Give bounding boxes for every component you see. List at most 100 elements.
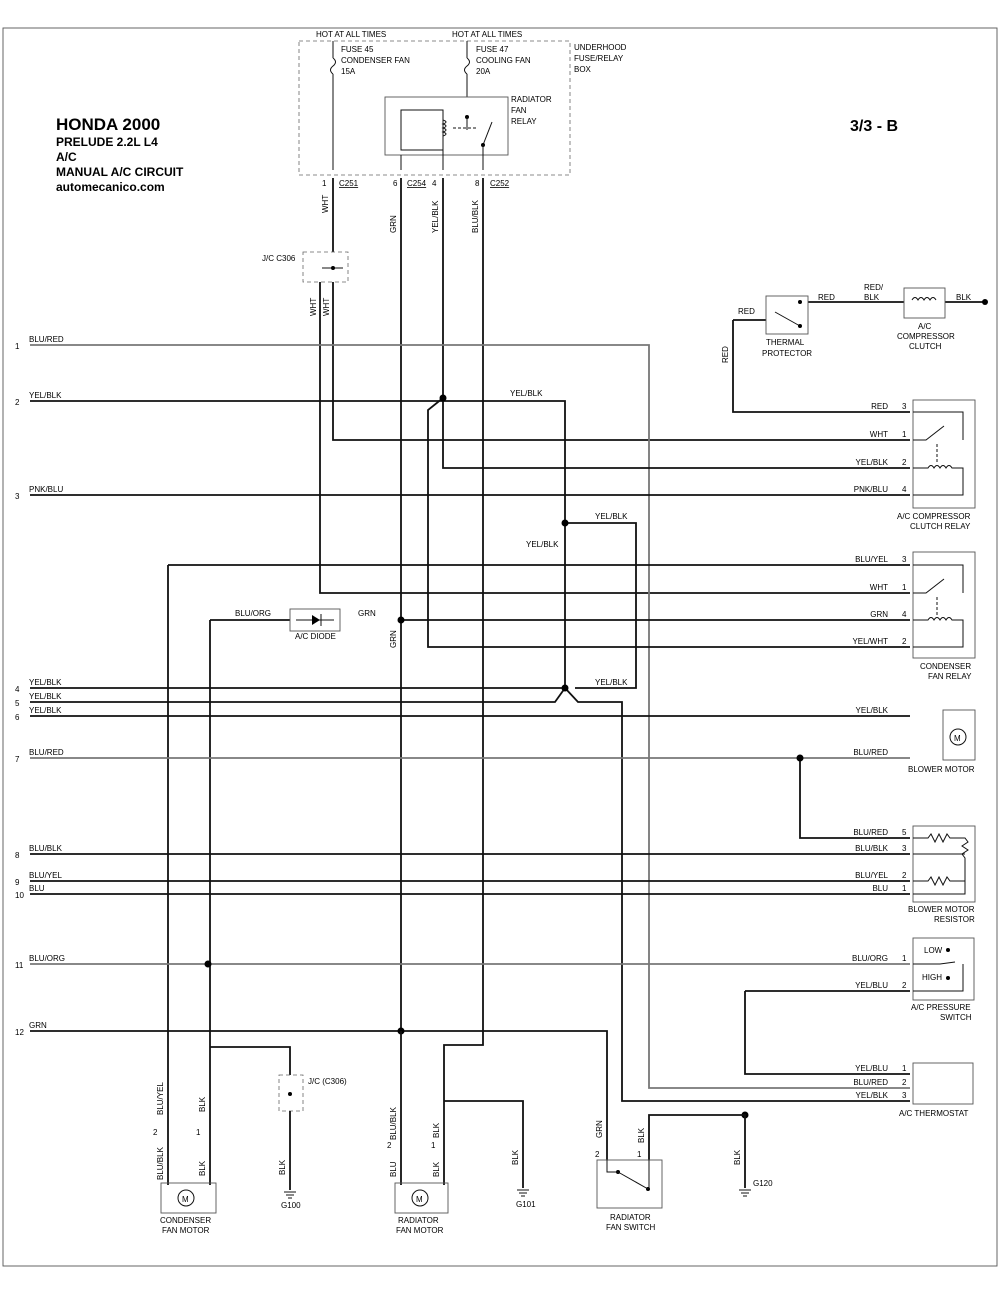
clutch-relay-coil-icon	[913, 465, 964, 496]
ac-compressor-clutch-relay: A/C COMPRESSOR CLUTCH RELAY	[897, 399, 976, 531]
right-pin-number: 1	[902, 430, 907, 439]
svg-text:1: 1	[431, 1141, 436, 1150]
fuse45-label: FUSE 45	[341, 45, 374, 54]
right-pin-number: 3	[902, 844, 907, 853]
cond-relay-coil-icon	[913, 617, 964, 648]
fan-switch-icon	[617, 1171, 649, 1190]
svg-text:WHT: WHT	[322, 298, 331, 316]
left-pin-color: YEL/BLK	[29, 678, 62, 687]
svg-text:BLK: BLK	[733, 1149, 742, 1165]
circuit-line: MANUAL A/C CIRCUIT	[56, 165, 184, 179]
left-pin-color: BLU/ORG	[29, 954, 65, 963]
svg-text:THERMAL: THERMAL	[766, 338, 805, 347]
svg-text:RADIATOR: RADIATOR	[610, 1213, 651, 1222]
left-pin-color: BLU/RED	[29, 335, 64, 344]
svg-text:BLK: BLK	[198, 1096, 207, 1112]
left-pin-color: YEL/BLK	[29, 692, 62, 701]
svg-text:CONDENSER FAN: CONDENSER FAN	[341, 56, 410, 65]
svg-text:RADIATOR: RADIATOR	[511, 95, 552, 104]
right-pin-number: 2	[902, 981, 907, 990]
svg-text:RELAY: RELAY	[511, 117, 537, 126]
svg-text:BLU/YEL: BLU/YEL	[156, 1082, 165, 1115]
left-pin-color: PNK/BLU	[29, 485, 63, 494]
svg-text:WHT: WHT	[321, 195, 330, 213]
left-pin-number: 12	[15, 1028, 24, 1037]
ac-compressor-clutch: A/C COMPRESSOR CLUTCH	[897, 287, 955, 351]
cond-relay-switch-icon	[913, 578, 945, 594]
right-pin-color: BLU/ORG	[852, 954, 888, 963]
svg-text:BLU/BLK: BLU/BLK	[471, 199, 480, 233]
svg-text:YEL/BLK: YEL/BLK	[510, 389, 543, 398]
left-pin-color: BLU/BLK	[29, 844, 63, 853]
right-pin-number: 1	[902, 954, 907, 963]
svg-text:LOW: LOW	[924, 946, 943, 955]
left-pin-color: GRN	[29, 1021, 47, 1030]
left-pin-number: 2	[15, 398, 20, 407]
svg-text:A/C THERMOSTAT: A/C THERMOSTAT	[899, 1109, 968, 1118]
ground-icon	[284, 1191, 296, 1199]
svg-text:J/C (C306): J/C (C306)	[308, 1077, 347, 1086]
svg-text:FAN SWITCH: FAN SWITCH	[606, 1223, 656, 1232]
svg-text:BLK: BLK	[432, 1122, 441, 1138]
left-pin-color: BLU/YEL	[29, 871, 62, 880]
right-pin-color: BLU	[872, 884, 888, 893]
page-frame	[2, 27, 998, 1267]
right-pin-color: YEL/BLK	[856, 458, 889, 467]
resistor-icon	[913, 832, 969, 881]
svg-text:BLU/BLK: BLU/BLK	[156, 1146, 165, 1180]
svg-text:BLOWER MOTOR: BLOWER MOTOR	[908, 765, 975, 774]
svg-text:20A: 20A	[476, 67, 491, 76]
left-pin-color: YEL/BLK	[29, 706, 62, 715]
diagram-title: HONDA 2000	[56, 115, 160, 134]
svg-text:BOX: BOX	[574, 65, 592, 74]
relay-switch-icon	[482, 121, 493, 146]
ground-g101: G101	[516, 1200, 536, 1209]
connector-c252: C252	[490, 179, 510, 188]
svg-text:RED: RED	[721, 346, 730, 363]
left-pin-number: 1	[15, 342, 20, 351]
svg-text:1: 1	[196, 1128, 201, 1137]
svg-text:2: 2	[595, 1150, 600, 1159]
right-pin-color: YEL/BLK	[856, 1091, 889, 1100]
svg-text:YEL/BLK: YEL/BLK	[431, 200, 440, 233]
right-pin-number: 4	[902, 485, 907, 494]
system-line: A/C	[56, 150, 77, 164]
right-pin-color: RED	[871, 402, 888, 411]
left-pin-color: BLU	[29, 884, 45, 893]
junction-c306-bottom: J/C (C306) BLK G100	[278, 1074, 347, 1210]
svg-text:4: 4	[432, 179, 437, 188]
left-pin-number: 11	[15, 961, 24, 970]
radiator-fan-relay	[384, 96, 509, 156]
svg-text:CLUTCH RELAY: CLUTCH RELAY	[910, 522, 971, 531]
svg-text:15A: 15A	[341, 67, 356, 76]
svg-text:BLK: BLK	[956, 293, 972, 302]
model-line: PRELUDE 2.2L L4	[56, 135, 158, 149]
svg-text:FUSE/RELAY: FUSE/RELAY	[574, 54, 624, 63]
svg-text:A/C PRESSURE: A/C PRESSURE	[911, 1003, 971, 1012]
svg-text:COOLING FAN: COOLING FAN	[476, 56, 531, 65]
left-pin-number: 6	[15, 713, 20, 722]
svg-text:GRN: GRN	[358, 609, 376, 618]
condenser-fan-motor: M CONDENSER FAN MOTOR BLU/YEL BLK BLU/BL…	[153, 1046, 291, 1235]
condenser-fan-relay: CONDENSER FAN RELAY	[912, 551, 976, 681]
svg-text:YEL/BLK: YEL/BLK	[595, 512, 628, 521]
fusebox-label: UNDERHOOD	[574, 43, 627, 52]
left-pin-color: YEL/BLK	[29, 391, 62, 400]
connector-c251: C251	[339, 179, 359, 188]
svg-text:YEL/BLK: YEL/BLK	[595, 678, 628, 687]
svg-text:8: 8	[475, 179, 480, 188]
svg-text:GRN: GRN	[389, 630, 398, 648]
left-pin-number: 10	[15, 891, 24, 900]
right-pin-color: BLU/YEL	[855, 871, 888, 880]
rad-motor-icon: M	[416, 1195, 423, 1204]
svg-text:A/C DIODE: A/C DIODE	[295, 632, 336, 641]
thermal-protector: THERMAL PROTECTOR	[762, 295, 812, 358]
right-pin-color: GRN	[870, 610, 888, 619]
svg-text:HIGH: HIGH	[922, 973, 942, 982]
svg-text:BLU/BLK: BLU/BLK	[389, 1106, 398, 1140]
right-pin-number: 3	[902, 555, 907, 564]
svg-text:1: 1	[637, 1150, 642, 1159]
clutch-relay-switch-icon	[913, 425, 945, 441]
svg-text:CONDENSER: CONDENSER	[920, 662, 971, 671]
